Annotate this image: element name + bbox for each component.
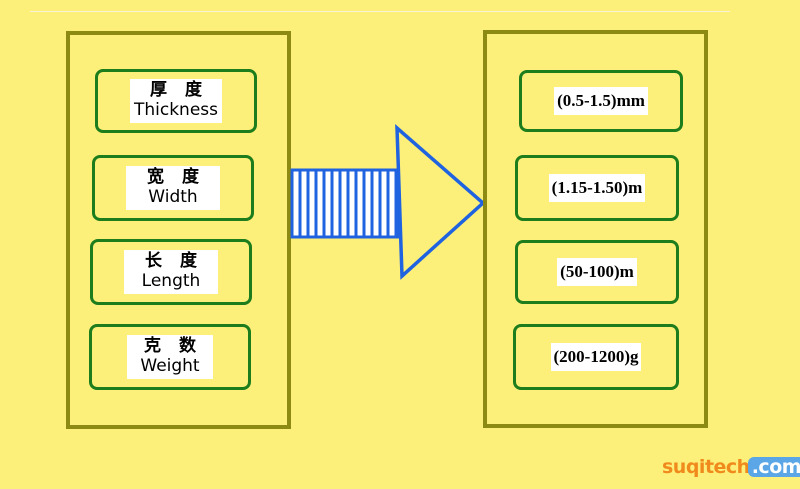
values-panel [483, 30, 708, 428]
width-label: 宽 度 Width [126, 166, 220, 210]
weight-en: Weight [140, 356, 200, 376]
weight-label: 克 数 Weight [127, 335, 213, 379]
watermark-main: suqitech [662, 456, 750, 478]
weight-box: 克 数 Weight [89, 324, 251, 390]
length-en: Length [141, 271, 201, 291]
width-zh: 宽 度 [147, 167, 205, 188]
length-zh: 长 度 [145, 251, 203, 272]
watermark-logo: suqitech .com [662, 455, 800, 479]
length-value-box: (50-100)m [515, 240, 679, 304]
thickness-zh: 厚 度 [150, 80, 208, 101]
weight-zh: 克 数 [144, 336, 202, 357]
length-box: 长 度 Length [90, 239, 252, 305]
watermark-suffix: .com [747, 457, 800, 477]
length-value: (50-100)m [557, 258, 637, 286]
arrow-head [395, 124, 486, 280]
thickness-en: Thickness [133, 100, 219, 120]
width-value: (1.15-1.50)m [548, 174, 646, 202]
thickness-value: (0.5-1.5)mm [554, 87, 648, 115]
weight-value-box: (200-1200)g [513, 324, 679, 390]
width-value-box: (1.15-1.50)m [515, 155, 679, 221]
width-box: 宽 度 Width [92, 155, 254, 221]
top-divider [30, 11, 730, 12]
weight-value: (200-1200)g [550, 343, 642, 371]
thickness-value-box: (0.5-1.5)mm [519, 70, 683, 132]
width-en: Width [148, 187, 198, 207]
properties-panel [66, 31, 291, 429]
length-label: 长 度 Length [124, 250, 218, 294]
arrow-shaft-stripes [298, 171, 398, 236]
thickness-label: 厚 度 Thickness [130, 79, 222, 123]
thickness-box: 厚 度 Thickness [95, 69, 257, 133]
